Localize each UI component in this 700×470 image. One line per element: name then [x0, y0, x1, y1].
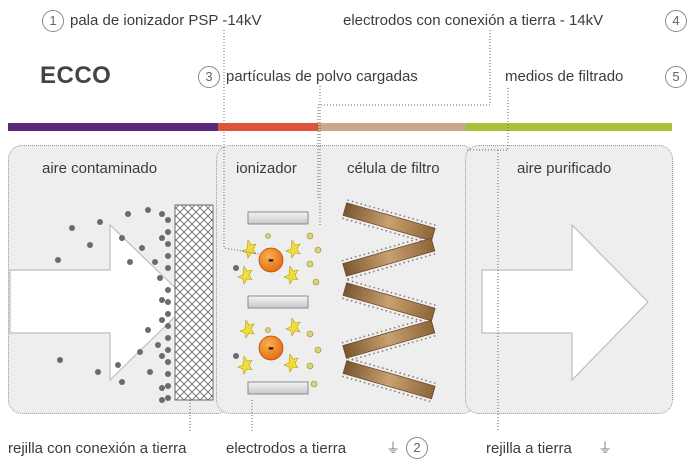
negative-charge-symbol-top: - [268, 249, 274, 269]
label-ground-electrodes: electrodos con conexión a tierra - 14kV [343, 12, 604, 29]
ground-symbol-icon: ⏚ [386, 440, 400, 456]
color-bar-red [218, 123, 318, 131]
label-filter-media: medios de filtrado [505, 68, 624, 85]
label-ground-electrodes-bottom: electrodos a tierra [226, 440, 347, 457]
section-label-ionizer: ionizador [236, 160, 297, 177]
ground-symbol-icon: ⏚ [598, 440, 612, 456]
callout-number-2: 2 [406, 437, 428, 459]
callout-number-5: 5 [665, 66, 687, 88]
ionizer-plates [247, 211, 309, 395]
section-label-contaminated: aire contaminado [42, 160, 158, 177]
label-ground-grid-left: rejilla con conexión a tierra [8, 440, 187, 457]
charged-particle-sparks [237, 239, 301, 375]
ionized-particles [233, 232, 322, 388]
ionizer-blade-orb-bottom [258, 335, 284, 361]
label-ground-grid-right: rejilla a tierra [486, 440, 572, 457]
callout-number-1: 1 [42, 10, 64, 32]
callout-number-4: 4 [665, 10, 687, 32]
label-ionizer-blade: pala de ionizador PSP -14kV [70, 12, 262, 29]
label-charged-particles: partículas de polvo cargadas [226, 68, 418, 85]
ionizer-blade-orb-top [258, 247, 284, 273]
airflow-arrow-right [481, 223, 649, 382]
section-label-purified: aire purificado [517, 160, 612, 177]
filter-pleats [341, 199, 437, 403]
color-bar-green [466, 123, 672, 131]
leader-lines [189, 30, 509, 432]
color-bar-purple [8, 123, 218, 131]
negative-charge-symbol-bottom: - [268, 337, 274, 357]
grounded-grid [174, 204, 214, 401]
brand-logo: ECCO [40, 62, 112, 89]
color-bar-tan [318, 123, 466, 131]
callout-number-3: 3 [198, 66, 220, 88]
section-label-filter-cell: célula de filtro [347, 160, 440, 177]
dust-particles [55, 207, 171, 403]
airflow-arrow-left [9, 223, 191, 382]
